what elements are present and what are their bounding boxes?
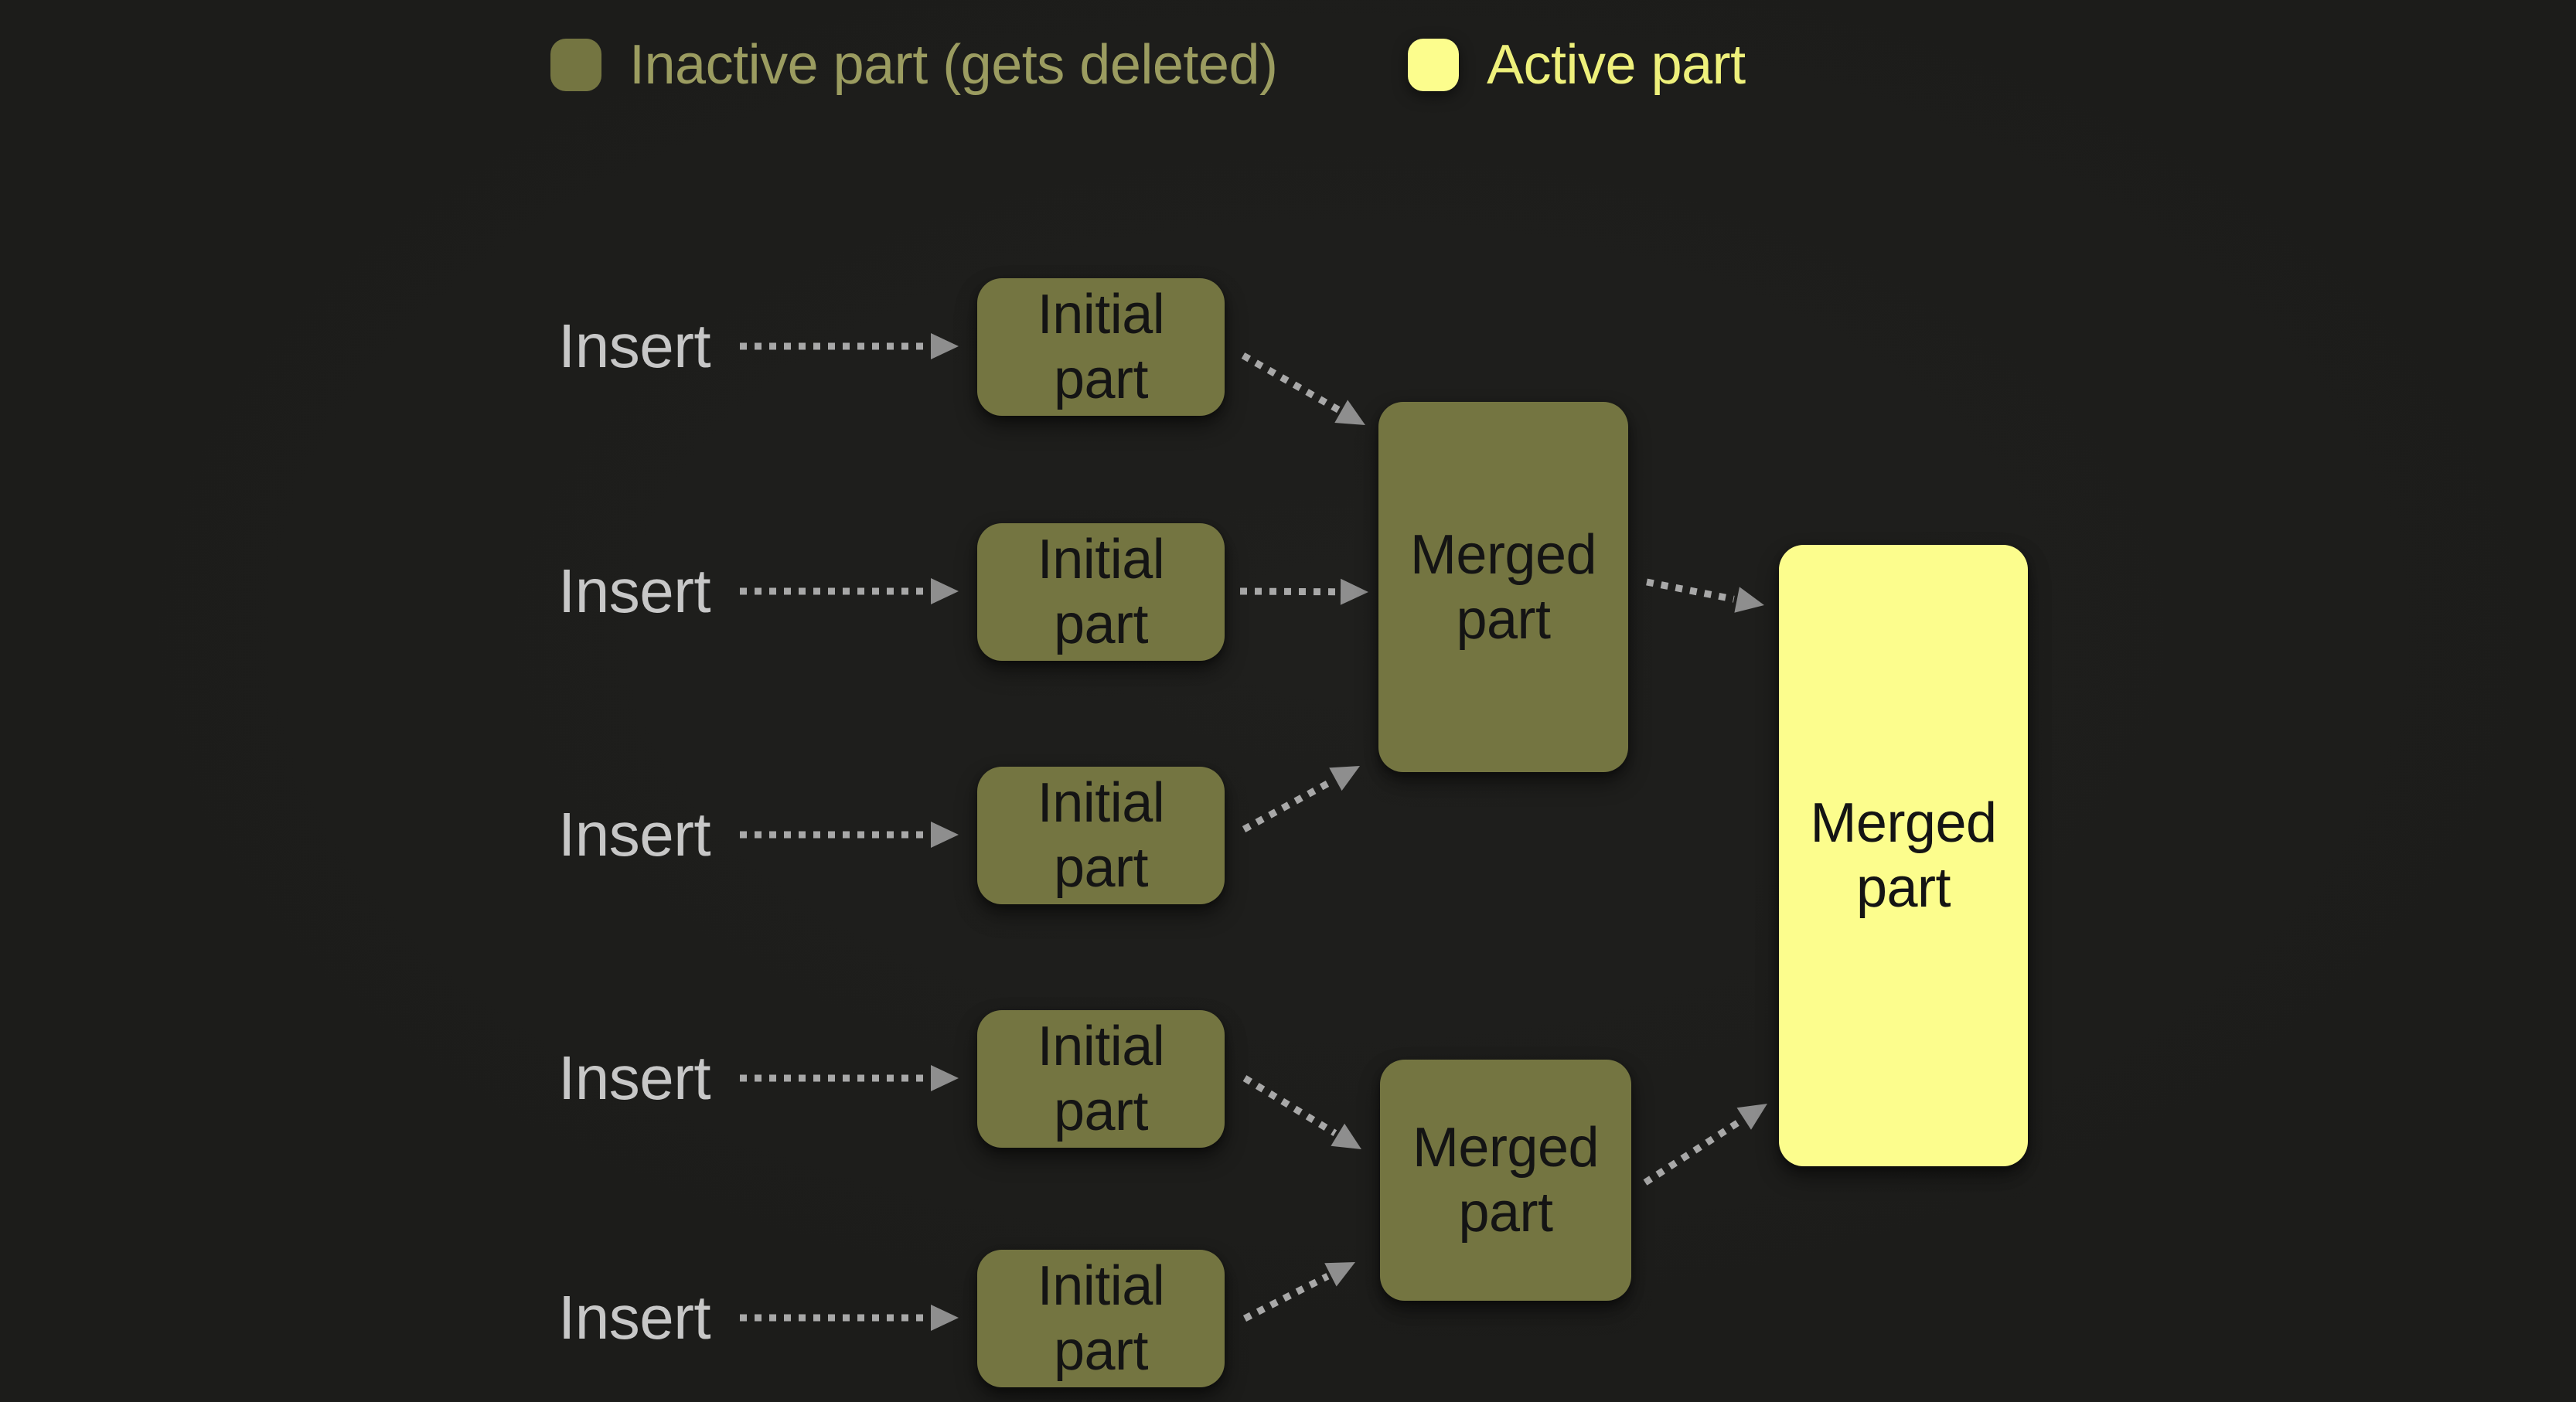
arrow-initial3-merged1-head-icon [1329, 766, 1360, 791]
merged-part-2-label-line: Merged [1412, 1117, 1600, 1179]
arrow-initial2-merged1 [1239, 578, 1368, 605]
merged-part-final-label-line: part [1855, 857, 1951, 919]
legend-active-label: Active part [1487, 34, 1746, 96]
arrow-insert-5 [740, 1305, 959, 1331]
arrow-insert-2 [740, 578, 959, 604]
arrow-insert-4-head-icon [931, 1065, 959, 1091]
insert-label-2: Insert [558, 556, 711, 625]
arrow-initial1-merged1-shaft [1241, 352, 1341, 413]
arrow-merged2-final [1643, 1104, 1767, 1186]
initial-part-1-label-line: part [1053, 349, 1149, 410]
arrow-initial1-merged1-head-icon [1334, 400, 1365, 425]
arrow-initial4-merged2 [1242, 1075, 1361, 1149]
initial-part-5-label-line: Initial [1037, 1255, 1165, 1317]
inactive-swatch-icon [550, 39, 601, 91]
initial-part-3-label-line: part [1053, 837, 1149, 899]
legend-item-inactive: Inactive part (gets deleted) [550, 34, 1278, 96]
initial-part-2-label-line: part [1053, 594, 1149, 655]
arrow-initial5-merged2-head-icon [1324, 1262, 1355, 1287]
initial-part-4-label-line: part [1053, 1080, 1149, 1142]
arrow-merged2-final-head-icon [1736, 1104, 1767, 1130]
initial-part-2-label-line: Initial [1037, 529, 1165, 590]
merged-part-final-label-line: Merged [1810, 792, 1997, 854]
arrow-insert-3-head-icon [931, 822, 959, 848]
merged-part-1-label-line: part [1456, 588, 1551, 651]
merged-part-1-label-line: Merged [1409, 523, 1597, 586]
arrow-insert-2-head-icon [931, 578, 959, 604]
arrow-merged1-final [1646, 578, 1764, 613]
arrow-initial5-merged2 [1242, 1262, 1355, 1322]
arrow-initial2-merged1-shaft [1239, 587, 1338, 596]
arrow-initial3-merged1-shaft [1242, 778, 1335, 832]
active-swatch-icon [1408, 39, 1459, 91]
legend-item-active: Active part [1408, 34, 1746, 96]
arrow-insert-4 [740, 1065, 959, 1091]
merged-part-2-label-line: part [1458, 1182, 1553, 1244]
insert-label-5: Insert [558, 1283, 711, 1352]
arrow-insert-1 [740, 333, 959, 359]
initial-part-5-label-line: part [1053, 1320, 1149, 1382]
arrow-initial4-merged2-shaft [1242, 1075, 1337, 1137]
arrow-merged1-final-head-icon [1734, 587, 1764, 613]
arrow-insert-5-head-icon [931, 1305, 959, 1331]
arrow-initial1-merged1 [1241, 352, 1365, 425]
initial-part-1-label-line: Initial [1037, 284, 1165, 345]
insert-label-4: Insert [558, 1043, 711, 1112]
insert-label-3: Insert [558, 800, 711, 869]
legend-inactive-label: Inactive part (gets deleted) [629, 34, 1278, 96]
arrow-initial4-merged2-head-icon [1331, 1123, 1361, 1149]
initial-part-4-label-line: Initial [1037, 1016, 1165, 1077]
arrow-insert-1-head-icon [931, 333, 959, 359]
arrow-merged1-final-shaft [1646, 578, 1735, 603]
insert-label-1: Insert [558, 311, 711, 380]
arrow-merged2-final-shaft [1643, 1117, 1743, 1186]
arrow-initial5-merged2-shaft [1242, 1273, 1330, 1322]
initial-part-3-label-line: Initial [1037, 772, 1165, 834]
arrow-initial2-merged1-head-icon [1340, 578, 1368, 605]
arrow-initial3-merged1 [1242, 766, 1360, 832]
arrow-insert-3 [740, 822, 959, 848]
